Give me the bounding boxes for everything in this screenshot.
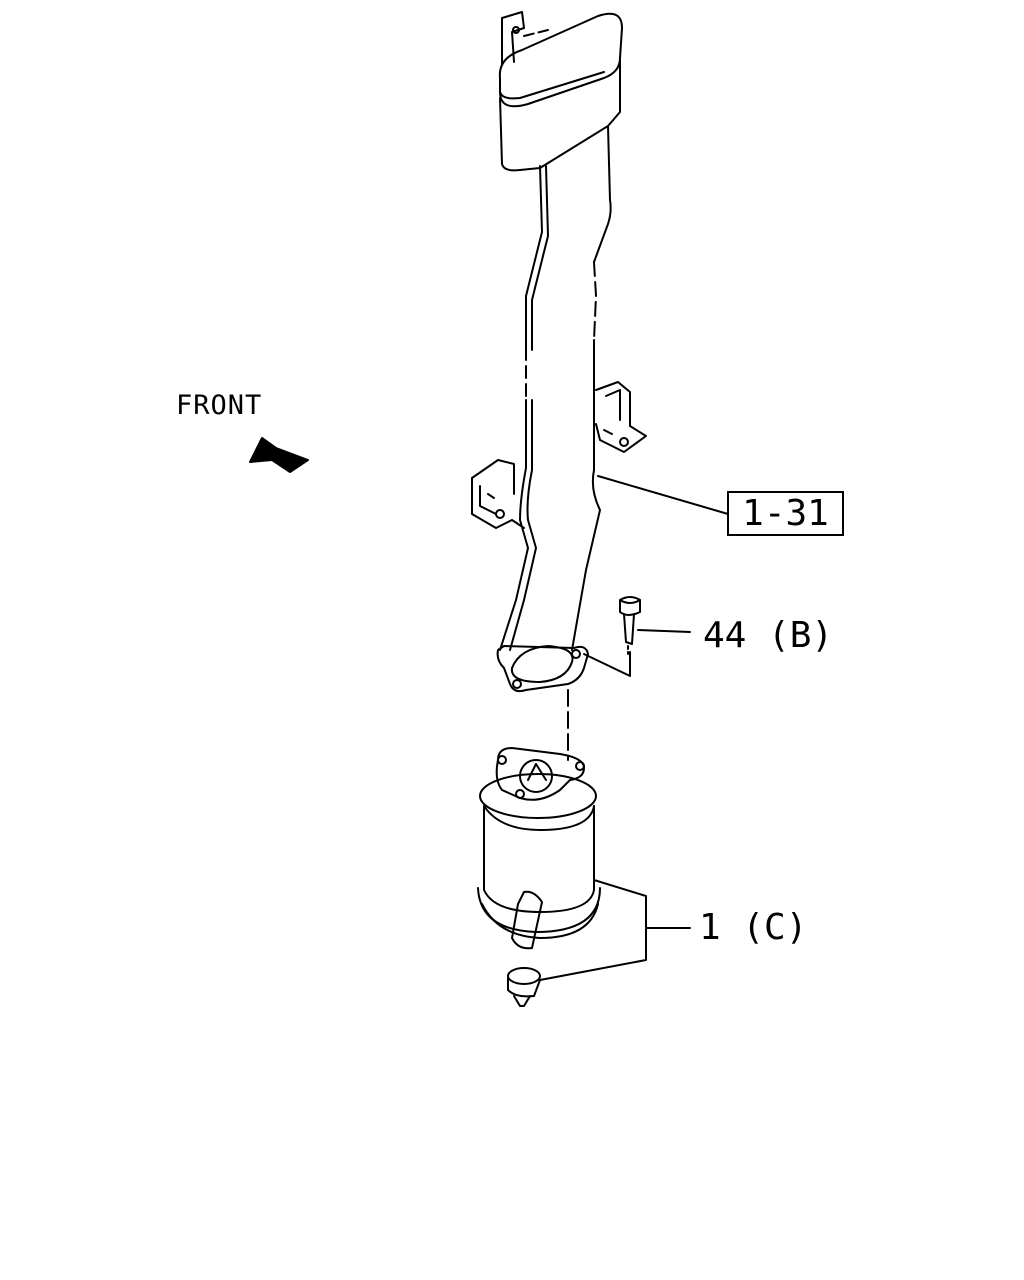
catalytic-converter bbox=[477, 747, 691, 981]
front-direction-arrow bbox=[249, 437, 309, 473]
exhaust-pipe bbox=[499, 165, 601, 683]
reference-leader bbox=[597, 475, 729, 515]
front-label: FRONT bbox=[176, 390, 263, 421]
reference-box: 1-31 bbox=[727, 491, 844, 536]
converter-callout: 1 (C) bbox=[699, 907, 808, 948]
top-hanger-bracket bbox=[501, 11, 549, 65]
pipe-brackets bbox=[471, 381, 647, 529]
pipe-inlet bbox=[498, 12, 623, 263]
bolt bbox=[619, 596, 691, 655]
outlet-flange bbox=[496, 645, 631, 693]
bolt-callout: 44 (B) bbox=[703, 615, 834, 656]
drain-plug bbox=[507, 967, 541, 1007]
